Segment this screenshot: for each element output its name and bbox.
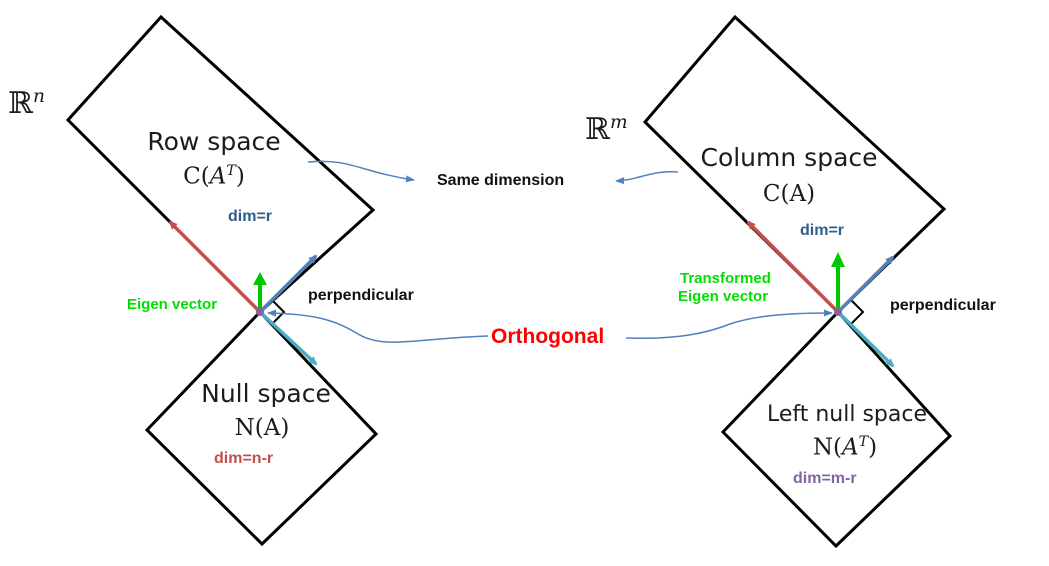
- right-right-angle-mark: [850, 299, 865, 325]
- null-space-diamond: [144, 309, 379, 547]
- left-ambient-space-label: ℝn: [8, 86, 45, 121]
- right-ambient-space-label: ℝm: [585, 112, 628, 147]
- left-null-space-title: Left null space: [766, 402, 928, 427]
- right-teal-vector: [836, 310, 895, 368]
- connector-col-to-same-dim: [615, 170, 679, 185]
- right-red-vector: [746, 220, 840, 314]
- left-eigen-vector-label: Eigen vector: [127, 296, 218, 313]
- left-perpendicular-label: perpendicular: [308, 287, 414, 304]
- connector-orthogonal-right: [625, 309, 833, 340]
- row-space-dim: dim=r: [228, 208, 273, 225]
- null-space-title: Null space: [201, 379, 331, 408]
- left-green-arrowhead: [253, 272, 267, 285]
- right-green-arrowhead: [831, 252, 845, 267]
- connector-orthogonal-left: [267, 309, 489, 343]
- left-red-vector: [168, 220, 262, 314]
- null-space-dim: dim=n-r: [214, 450, 274, 467]
- column-space-dim: dim=r: [800, 222, 845, 239]
- column-space-symbol: C(A): [762, 181, 816, 207]
- left-null-space-symbol: N(AT): [812, 434, 878, 461]
- row-space-symbol: C(AT): [183, 163, 245, 190]
- null-space-symbol: N(A): [234, 415, 290, 441]
- left-null-space-diamond: [720, 309, 953, 549]
- right-origin-dot: [834, 308, 842, 316]
- left-teal-vector: [258, 310, 318, 366]
- left-origin-dot: [256, 308, 264, 316]
- orthogonal-label: Orthogonal: [491, 325, 605, 348]
- left-blue-vector: [258, 254, 318, 314]
- column-space-title: Column space: [700, 143, 878, 172]
- row-space-title: Row space: [147, 127, 281, 156]
- same-dimension-label: Same dimension: [437, 172, 565, 189]
- connector-row-to-same-dim: [307, 160, 415, 183]
- right-perpendicular-label: perpendicular: [890, 297, 996, 314]
- left-right-angle-mark: [271, 299, 286, 325]
- left-null-space-dim: dim=m-r: [793, 470, 857, 487]
- right-blue-vector: [836, 255, 895, 314]
- transformed-eigen-vector-label: Transformed Eigen vector: [678, 270, 771, 305]
